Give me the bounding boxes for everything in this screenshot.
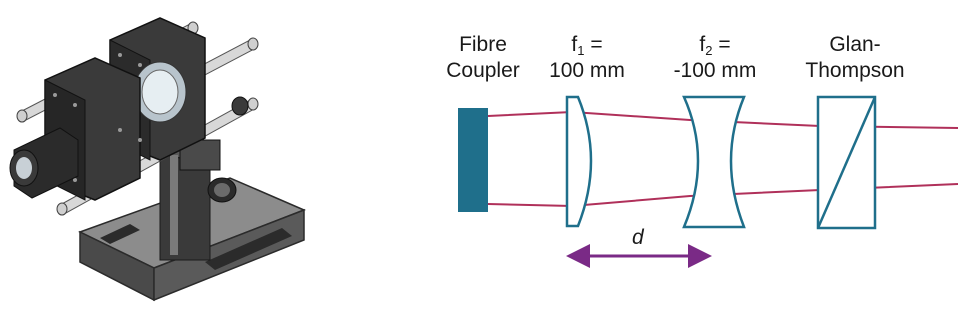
f2-label: f2 = -100 mm — [660, 32, 770, 84]
f2-label-line1: f2 = — [699, 33, 731, 58]
glan-thompson-label: Glan- Thompson — [800, 32, 910, 84]
rear-lens — [141, 69, 179, 115]
prism-interface — [816, 96, 877, 229]
fibre-coupler-block — [458, 108, 488, 212]
fibre-coupler-line1: Fibre — [459, 33, 507, 56]
lens-f2 — [682, 95, 746, 229]
optical-mount-illustration — [9, 17, 306, 302]
lens-f1 — [565, 95, 593, 228]
f1-label-line1: f1 = — [571, 33, 603, 58]
fibre-coupler-label: Fibre Coupler — [438, 32, 528, 84]
f2-value: -100 mm — [673, 59, 757, 82]
f1-label: f1 = 100 mm — [542, 32, 632, 84]
glan-line1: Glan- — [829, 33, 881, 56]
base-slot-2 — [100, 224, 140, 244]
coupler-glass — [16, 157, 32, 179]
base-slot — [205, 228, 292, 270]
adjuster-knob — [231, 96, 249, 116]
fibre-coupler-line2: Coupler — [446, 59, 520, 82]
glan-line2: Thompson — [805, 59, 905, 82]
thumbscrew-face — [214, 183, 230, 197]
post-highlight — [170, 155, 178, 255]
f1-value: 100 mm — [549, 59, 625, 82]
distance-label: d — [632, 226, 644, 249]
